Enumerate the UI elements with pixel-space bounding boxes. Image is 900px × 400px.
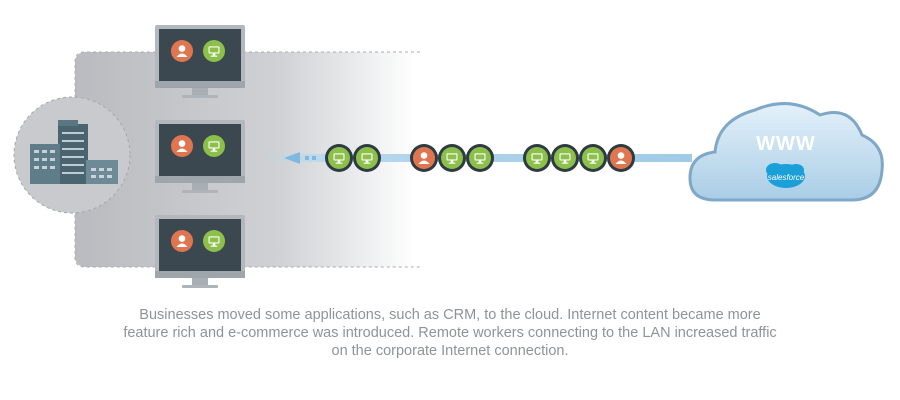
desktop-app-icon xyxy=(203,230,225,252)
user-icon xyxy=(171,40,193,62)
network-diagram: WWW salesforce xyxy=(13,25,884,288)
workstation-monitor xyxy=(155,25,245,98)
desktop-app-icon xyxy=(441,147,463,169)
user-icon xyxy=(171,135,193,157)
salesforce-label: salesforce xyxy=(768,173,805,182)
workstation-monitor xyxy=(155,120,245,193)
desktop-app-icon xyxy=(203,135,225,157)
office-building-icon xyxy=(13,96,131,214)
salesforce-logo: salesforce xyxy=(766,163,805,188)
desktop-app-icon xyxy=(554,147,576,169)
workstations xyxy=(155,25,245,288)
desktop-app-icon xyxy=(469,147,491,169)
flow-arrow-dashes xyxy=(305,156,316,160)
desktop-app-icon xyxy=(356,147,378,169)
user-icon xyxy=(171,230,193,252)
desktop-app-icon xyxy=(526,147,548,169)
traffic-packets xyxy=(325,144,635,172)
workstation-monitor xyxy=(155,215,245,288)
packet-group xyxy=(410,144,494,172)
diagram-caption: Businesses moved some applications, such… xyxy=(123,307,777,359)
desktop-app-icon xyxy=(582,147,604,169)
lan-zone-border xyxy=(74,51,420,268)
user-icon xyxy=(610,147,632,169)
flow-arrow-icon xyxy=(284,152,300,164)
user-icon xyxy=(413,147,435,169)
cloud-label: WWW xyxy=(756,133,816,155)
desktop-app-icon xyxy=(203,40,225,62)
packet-group xyxy=(523,144,635,172)
packet-group xyxy=(325,144,381,172)
internet-cloud: WWW salesforce xyxy=(688,102,884,202)
desktop-app-icon xyxy=(328,147,350,169)
